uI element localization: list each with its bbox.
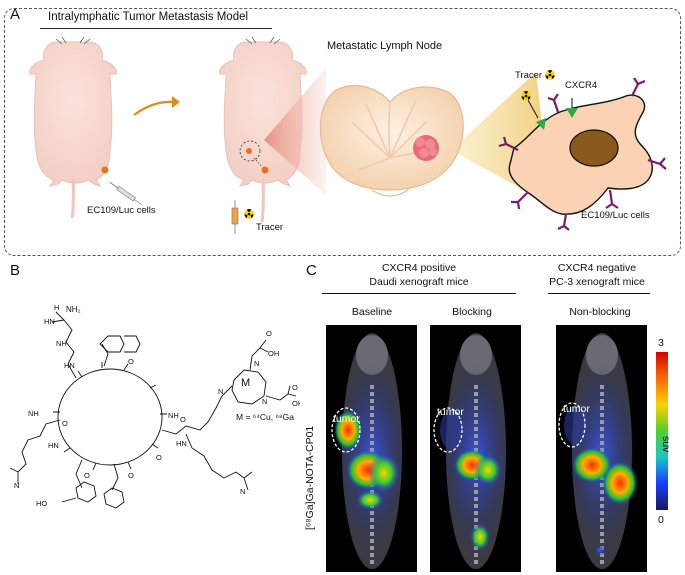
progression-arrow-icon [133, 100, 177, 116]
panel-a-title: Intralymphatic Tumor Metastasis Model [48, 11, 249, 23]
group-positive-underline [322, 293, 516, 295]
svg-text:O: O [266, 329, 272, 338]
radiation-icon-cell-1 [521, 91, 531, 101]
pet-scan-blocking [430, 325, 521, 572]
svg-text:N: N [240, 487, 245, 496]
receptor-label: CXCR4 [565, 80, 598, 91]
pet-scan-baseline [326, 325, 417, 572]
svg-text:O: O [292, 383, 298, 392]
group-negative-line2: PC-3 xenograft mice [549, 276, 645, 288]
svg-text:OH: OH [268, 349, 279, 358]
svg-text:O: O [128, 357, 134, 366]
tracer-label: Tracer [515, 70, 543, 81]
group-positive-line2: Daudi xenograft mice [369, 276, 469, 288]
col-baseline-label: Baseline [351, 306, 393, 318]
tumor-label-blocking: tumor [437, 406, 464, 418]
svg-text:N: N [262, 397, 267, 406]
nh2-label: NH₂ [66, 305, 81, 314]
mouse-left [29, 36, 117, 219]
svg-text:NH: NH [56, 339, 67, 348]
svg-text:HN: HN [48, 441, 59, 450]
svg-text:HN: HN [64, 361, 75, 370]
svg-text:O: O [180, 415, 186, 424]
svg-text:HO: HO [36, 499, 47, 508]
tumor-label-nonblocking: tumor [563, 403, 590, 415]
formula-note: M = ⁶⁴Cu, ⁶⁸Ga [236, 412, 294, 422]
svg-text:N: N [218, 387, 223, 396]
cancer-cell-illustration [498, 77, 667, 231]
svg-text:O: O [84, 471, 90, 480]
panel-b-letter: B [10, 262, 21, 279]
svg-text:NH: NH [168, 411, 179, 420]
group-positive-line1: CXCR4 positive [381, 262, 457, 274]
panel-a-letter: A [10, 6, 21, 23]
colorbar-unit-label: suv [660, 436, 672, 453]
colorbar-min-label: 0 [658, 514, 664, 526]
svg-text:N: N [254, 359, 259, 368]
col-nonblocking-label: Non-blocking [569, 306, 631, 318]
col-blocking-label: Blocking [452, 306, 492, 318]
group-negative-underline [548, 293, 650, 295]
panel-a-frame [4, 8, 681, 256]
svg-text:NH: NH [28, 409, 39, 418]
node-label: Metastatic Lymph Node [327, 40, 443, 52]
svg-text:H: H [54, 303, 59, 312]
chemical-structure: H HN NH HN NH HN O O NH O O O HN O N N N… [9, 303, 300, 509]
pet-scan-nonblocking [556, 325, 647, 572]
tracer-inject-label: Tracer [256, 222, 284, 233]
cells-label-left: EC109/Luc cells [87, 205, 156, 216]
svg-text:O: O [62, 419, 68, 428]
svg-text:HN: HN [44, 317, 55, 326]
svg-text:OH: OH [292, 399, 300, 408]
zoom-beam-left [264, 68, 326, 195]
metal-label: M [241, 377, 251, 389]
radiation-icon-tracer [244, 209, 254, 219]
radiation-icon-cell-2 [545, 70, 555, 80]
svg-text:N: N [14, 481, 19, 490]
lymph-node-illustration [319, 84, 464, 197]
panel-c-letter: C [306, 262, 317, 279]
svg-text:HN: HN [176, 439, 187, 448]
title-underline [40, 28, 272, 30]
syringe-tracer-icon [231, 200, 239, 234]
colorbar-max-label: 3 [658, 337, 664, 349]
syringe-left-icon [109, 181, 143, 206]
y-axis-label: [⁶⁸Ga]Ga-NOTA-CP01 [304, 425, 316, 530]
svg-text:O: O [128, 471, 134, 480]
tumor-label-baseline: tumor [333, 413, 360, 425]
group-negative-line1: CXCR4 negative [557, 262, 637, 274]
panel-a-illustration [29, 36, 667, 234]
cells-label-right: EC109/Luc cells [581, 210, 650, 221]
svg-text:O: O [156, 453, 162, 462]
colorbar [656, 352, 668, 510]
